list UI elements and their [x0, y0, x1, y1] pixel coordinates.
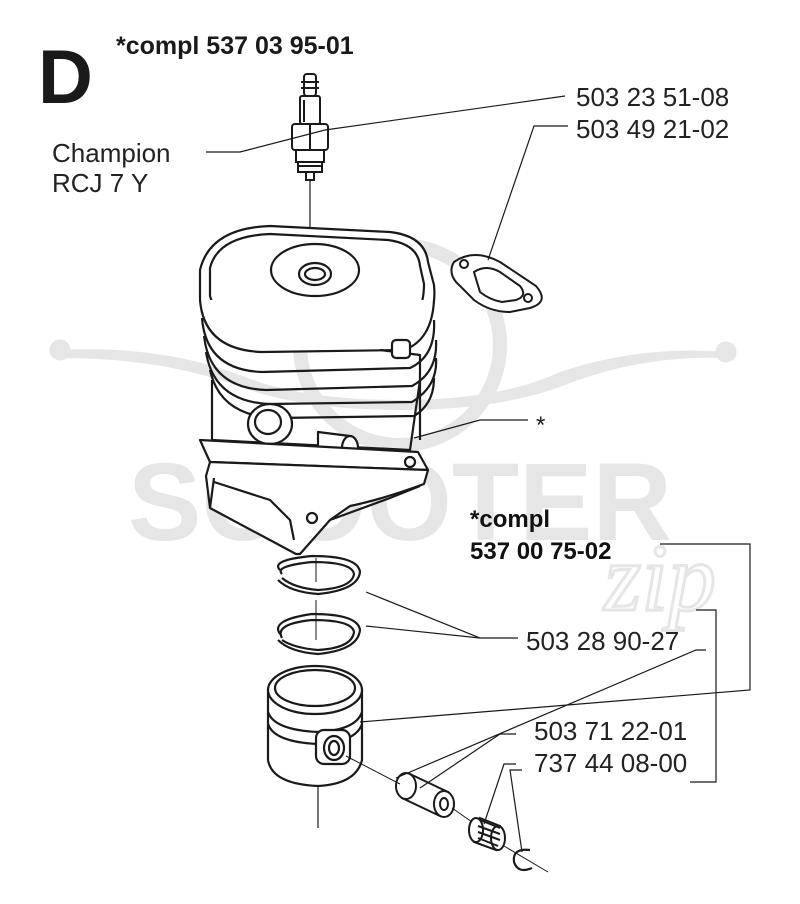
label-circlip-part-number: 737 44 08-00 [534, 748, 688, 778]
assembly-title: *compl 537 03 95-01 [116, 32, 354, 60]
section-letter: D [38, 35, 93, 120]
needle-bearing-drawing [468, 816, 506, 852]
bracket-inner [690, 609, 717, 783]
leader-ring-2 [365, 625, 481, 639]
leader-needle-bearing [483, 763, 516, 825]
piston-pin-drawing [395, 772, 455, 818]
label-piston-rings-part-number: 503 28 90-27 [526, 626, 680, 656]
label-cylinder-marker: * [536, 412, 546, 439]
piston-drawing [266, 664, 364, 788]
leader-piston [395, 649, 706, 779]
label-spark-plug-part-number: 503 23 51-08 [576, 82, 730, 112]
leader-exhaust-gasket [487, 125, 568, 261]
leader-spark-plug [324, 95, 566, 131]
spark-plug-drawing [291, 73, 329, 181]
exhaust-gasket-drawing [450, 254, 543, 314]
cylinder-drawing [198, 224, 438, 556]
label-sub-assembly-prefix: *compl [470, 506, 551, 533]
leader-ring-1 [365, 591, 518, 639]
label-exhaust-gasket-part-number: 503 49 21-02 [576, 114, 730, 144]
svg-text:zip: zip [602, 524, 716, 631]
label-spark-plug-brand: Champion [52, 138, 171, 168]
piston-rings-drawing [277, 554, 362, 656]
bearing-axis-line [451, 807, 473, 823]
bracket-sub-assembly [359, 543, 751, 723]
leader-circlip [509, 769, 523, 853]
circlip-drawing [512, 848, 533, 872]
label-piston-pin-part-number: 503 71 22-01 [534, 716, 688, 746]
circlip-axis-line [503, 845, 549, 873]
leader-champion [206, 129, 326, 153]
label-sub-assembly-number: 537 00 75-02 [470, 538, 612, 565]
label-spark-plug-model: RCJ 7 Y [52, 168, 149, 198]
leader-cylinder-marker [413, 419, 528, 439]
pin-axis-line [345, 755, 401, 785]
leader-lines [206, 95, 751, 853]
